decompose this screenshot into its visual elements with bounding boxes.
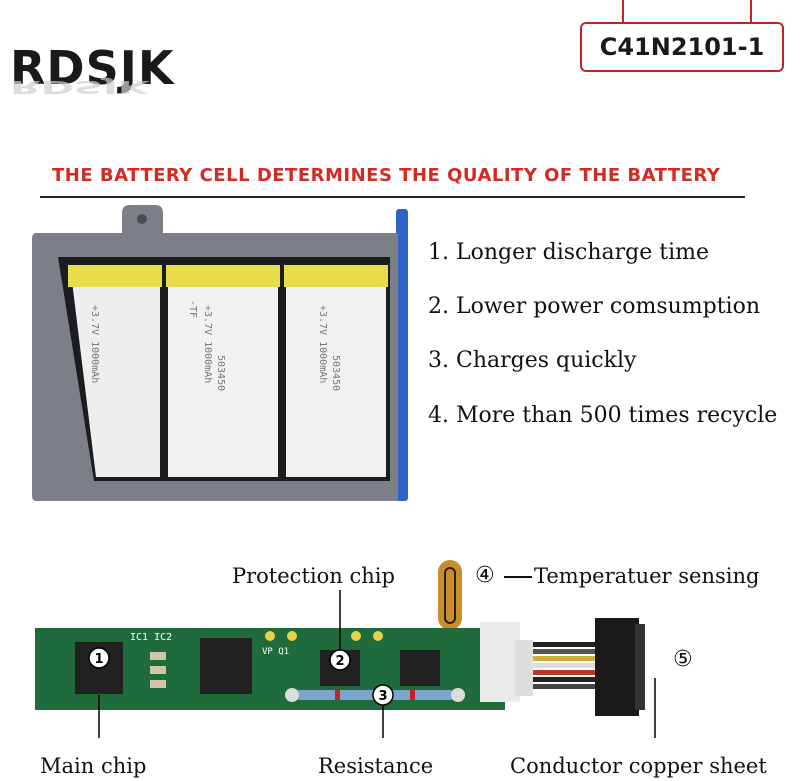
connector (595, 618, 639, 716)
cell-1 (68, 265, 162, 477)
model-hanger-lines (622, 0, 752, 22)
vp-silkscreen: VP Q1 (262, 647, 289, 657)
protection-chip-label: Protection chip (232, 564, 395, 588)
ic2-chip (200, 638, 252, 694)
cell-2-print-b: 503450 (215, 355, 226, 391)
temp-arrow (504, 576, 532, 578)
feature-4: 4. More than 500 times recycle (428, 403, 778, 428)
cell-2 (166, 265, 280, 477)
conductor-number: ⑤ (673, 647, 693, 672)
cell-3-print-a: +3.7V 1000mAh (317, 305, 328, 383)
wire-bundle (533, 642, 595, 689)
headline: THE BATTERY CELL DETERMINES THE QUALITY … (52, 165, 721, 186)
marker-2: 2 (329, 649, 351, 671)
main-chip-label: Main chip (40, 754, 147, 778)
mount-hole (137, 214, 147, 224)
feature-3: 3. Charges quickly (428, 348, 637, 373)
headline-rule (40, 196, 745, 198)
logo-text: RDSJK (10, 41, 175, 95)
marker-1: 1 (88, 647, 110, 669)
blue-frame (396, 209, 408, 501)
battery-pack-illustration: +3.7V 1000mAh +3.7V 1000mAh 503450 +3.7V… (32, 205, 408, 501)
cell-2-print-a: +3.7V 1000mAh (202, 305, 213, 383)
temp-sensor (438, 560, 462, 630)
svg-text:1: 1 (94, 652, 103, 667)
temp-sensing-label: Temperatuer sensing (534, 564, 760, 588)
brand-logo: RDSJK RDSJK (10, 38, 215, 110)
svg-text:3: 3 (378, 689, 387, 704)
mosfet-chip (400, 650, 440, 686)
temp-number: ④ (475, 563, 495, 588)
marker-3: 3 (372, 684, 394, 706)
solder-pad (480, 622, 520, 702)
feature-2: 2. Lower power comsumption (428, 294, 761, 319)
conductor-label: Conductor copper sheet (510, 754, 767, 778)
ic-silkscreen: IC1 IC2 (130, 632, 172, 643)
resistance-label: Resistance (318, 754, 434, 778)
cell-1-print: +3.7V 1000mAh (89, 305, 100, 383)
cell-3-print-b: 503450 (330, 355, 341, 391)
svg-text:2: 2 (335, 654, 344, 669)
logo-reflection: RDSJK (10, 76, 149, 98)
model-badge: C41N2101-1 (580, 22, 784, 72)
feature-1: 1. Longer discharge time (428, 240, 710, 265)
cell-2-print-c: -TF (187, 300, 198, 318)
model-code: C41N2101-1 (599, 33, 765, 61)
cell-3 (284, 265, 388, 477)
pcb-illustration: IC1 IC2 VP Q1 1 2 3 (35, 560, 656, 738)
